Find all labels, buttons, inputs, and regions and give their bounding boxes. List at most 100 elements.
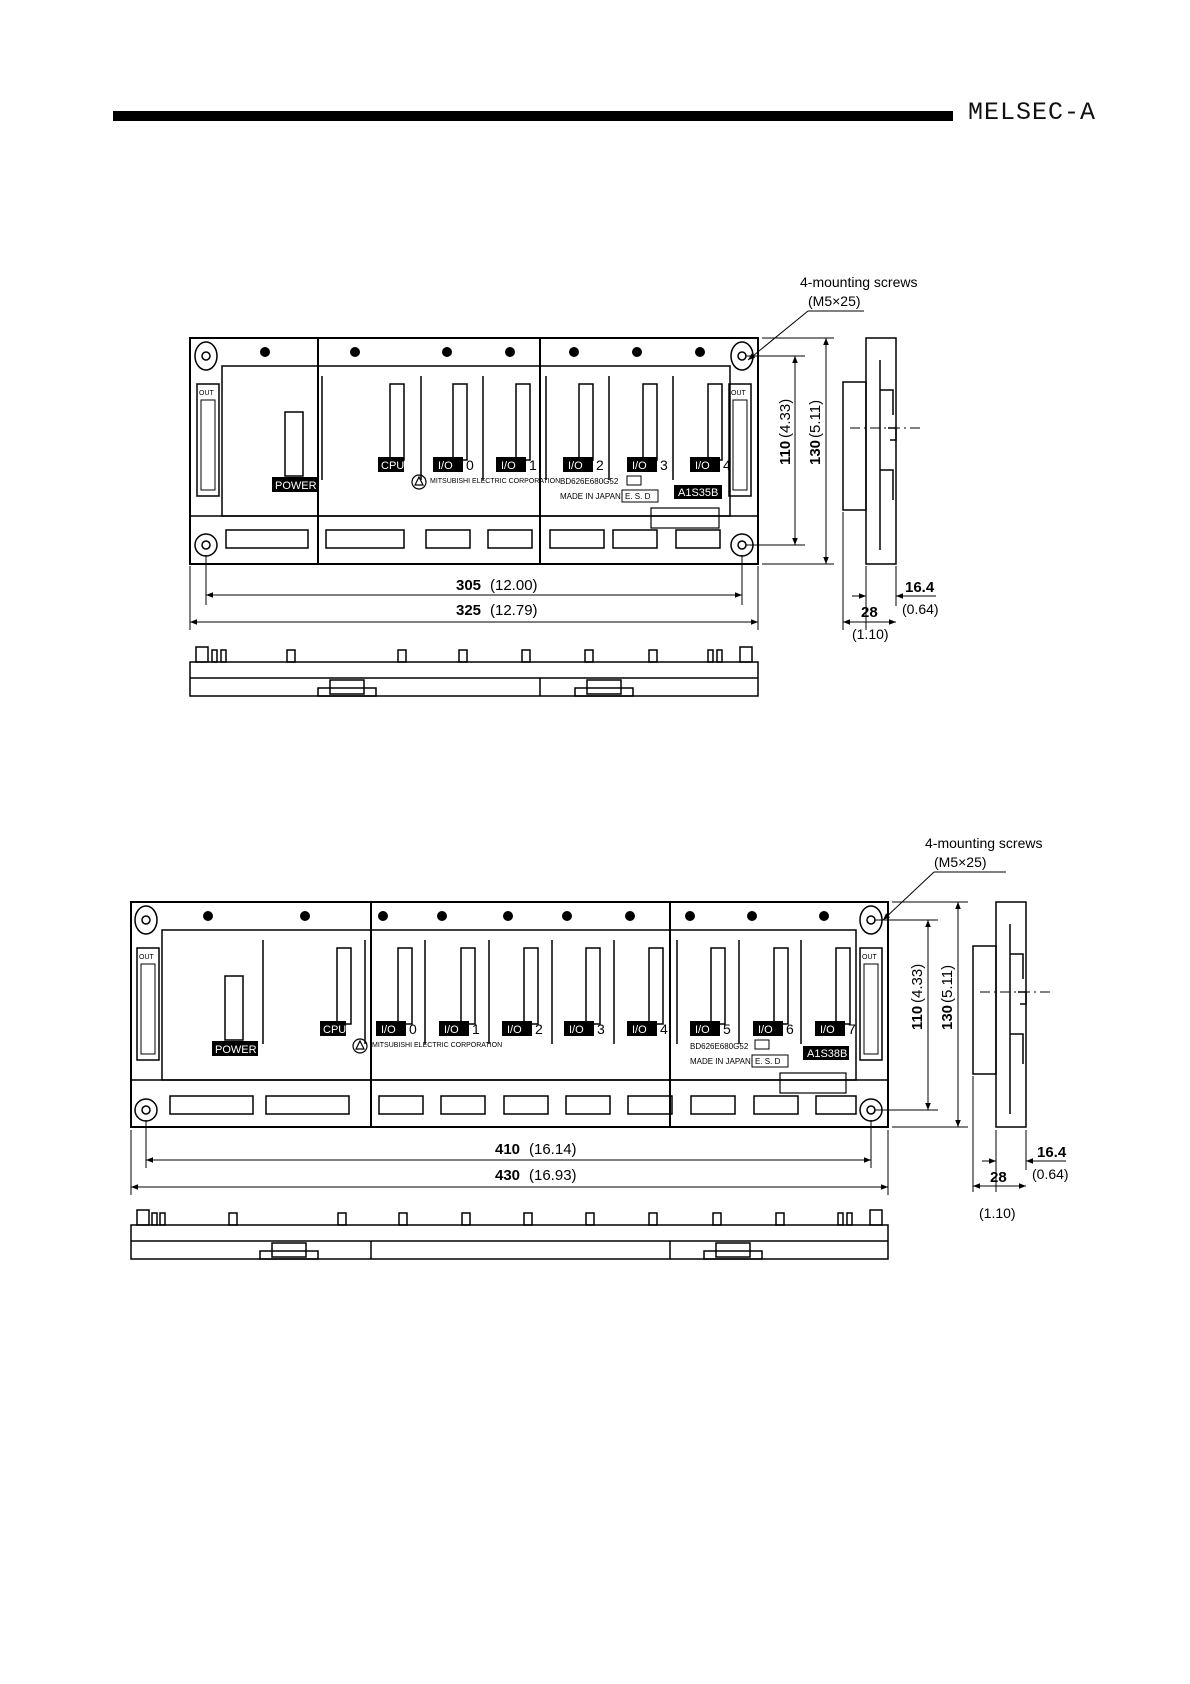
side-view	[842, 337, 920, 565]
svg-text:I/O: I/O	[632, 460, 647, 472]
slot-connector-4	[648, 947, 664, 1025]
power-tag	[272, 477, 318, 492]
svg-text:I/O: I/O	[695, 1024, 710, 1036]
dimension-depth: 16.4 (0.64) 28 (1.10)	[972, 1076, 1069, 1221]
svg-text:I/O: I/O	[438, 460, 453, 472]
slot-tag-io-4: I/O 4	[690, 457, 731, 473]
svg-text:I/O: I/O	[507, 1024, 522, 1036]
drawing-5-slot-svg: 4-mounting screws (M5×25) OUT OUT POWER	[189, 274, 939, 697]
maker-label: MITSUBISHI ELECTRIC CORPORATION	[372, 1042, 502, 1049]
slot-tag-io-2: I/O 2	[563, 457, 604, 473]
svg-text:5: 5	[723, 1021, 731, 1037]
svg-text:I/O: I/O	[501, 460, 516, 472]
svg-text:(12.79): (12.79)	[490, 602, 538, 619]
svg-text:3: 3	[597, 1021, 605, 1037]
svg-text:(1.10): (1.10)	[852, 626, 889, 642]
slot-connector-6	[773, 947, 789, 1025]
svg-text:4: 4	[723, 457, 731, 473]
base-unit-drawing-8-slot: 4-mounting screws (M5×25) OUT OUT POWER	[0, 830, 1190, 1270]
svg-text:(16.93): (16.93)	[529, 1167, 577, 1184]
slot-connector-3	[585, 947, 601, 1025]
out-connector-left: OUT	[196, 383, 220, 497]
model-label: A1S35B	[678, 487, 718, 499]
out-connector-right: OUT	[728, 383, 752, 497]
base-body-front	[189, 337, 759, 565]
dimension-outer-height: 130 (5.11)	[892, 901, 968, 1128]
slot-tag-io-1: I/O 1	[496, 457, 537, 473]
slot-tag-io-4: I/O 4	[627, 1021, 668, 1037]
svg-text:1: 1	[472, 1021, 480, 1037]
power-connector	[284, 411, 304, 477]
out-label-left: OUT	[199, 390, 215, 397]
svg-text:3: 3	[660, 457, 668, 473]
svg-text:430: 430	[495, 1167, 520, 1184]
svg-text:130: 130	[807, 440, 824, 465]
slot-connector-5	[710, 947, 726, 1025]
bottom-terminal-row	[169, 1095, 857, 1115]
slot-tag-io-7: I/O 7	[815, 1021, 856, 1037]
svg-text:CPU: CPU	[323, 1024, 346, 1036]
svg-text:2: 2	[535, 1021, 543, 1037]
svg-text:0: 0	[409, 1021, 417, 1037]
dimension-outer-height: 130 (5.11)	[762, 337, 834, 565]
svg-text:(0.64): (0.64)	[1032, 1166, 1069, 1182]
dimension-outer-width: 430 (16.93)	[130, 1130, 889, 1195]
model-tag	[674, 485, 722, 499]
svg-text:410: 410	[495, 1141, 520, 1158]
out-label-right: OUT	[862, 954, 878, 961]
out-label-left: OUT	[139, 954, 155, 961]
svg-text:7: 7	[848, 1021, 856, 1037]
slot-tag-io-1: I/O 1	[439, 1021, 480, 1037]
svg-text:2: 2	[596, 457, 604, 473]
slot-tag-io-0: I/O 0	[433, 457, 474, 473]
svg-text:I/O: I/O	[444, 1024, 459, 1036]
model-label: A1S38B	[807, 1048, 847, 1060]
svg-text:(1.10): (1.10)	[979, 1205, 1016, 1221]
slot-tag-io-3: I/O 3	[564, 1021, 605, 1037]
svg-text:1: 1	[529, 457, 537, 473]
svg-text:I/O: I/O	[381, 1024, 396, 1036]
svg-text:4: 4	[660, 1021, 668, 1037]
mounting-hole-icon	[134, 905, 883, 1122]
bottom-terminal-row	[225, 529, 721, 549]
svg-text:28: 28	[861, 604, 878, 621]
base-unit-drawing-5-slot: 4-mounting screws (M5×25) OUT OUT POWER	[0, 250, 1190, 710]
svg-text:305: 305	[456, 577, 481, 594]
slot-connector-2	[523, 947, 539, 1025]
base-body-front	[130, 901, 889, 1128]
svg-text:I/O: I/O	[569, 1024, 584, 1036]
power-label: POWER	[275, 480, 317, 492]
out-connector-left: OUT	[136, 947, 160, 1061]
out-label-right: OUT	[731, 390, 747, 397]
svg-text:(4.33): (4.33)	[909, 964, 926, 1003]
svg-text:CPU: CPU	[381, 460, 404, 472]
serial-label: BD626E680G52	[690, 1042, 749, 1051]
out-connector-right: OUT	[859, 947, 883, 1061]
bottom-view	[189, 646, 759, 697]
svg-text:(0.64): (0.64)	[902, 601, 939, 617]
bottom-view	[130, 1209, 889, 1260]
svg-text:(12.00): (12.00)	[490, 577, 538, 594]
maker-label: MITSUBISHI ELECTRIC CORPORATION	[430, 478, 560, 485]
svg-text:110: 110	[777, 441, 794, 465]
svg-text:6: 6	[786, 1021, 794, 1037]
power-connector	[224, 975, 244, 1041]
svg-text:I/O: I/O	[758, 1024, 773, 1036]
slot-connector-cpu	[336, 947, 352, 1025]
dimension-depth: 16.4 (0.64) 28 (1.10)	[842, 512, 939, 642]
slot-connector-1	[515, 383, 531, 461]
slot-connector-2	[578, 383, 594, 461]
side-view	[972, 901, 1050, 1128]
power-tag	[212, 1041, 258, 1056]
slot-connector-3	[642, 383, 658, 461]
mitsubishi-logo-icon	[352, 1038, 368, 1054]
mitsubishi-logo-icon	[411, 474, 427, 490]
dimension-inner-height: 110 (4.33)	[745, 355, 805, 546]
page-title: MELSEC-A	[968, 98, 1097, 127]
svg-text:(4.33): (4.33)	[777, 399, 794, 438]
dimension-inner-height: 110 (4.33)	[874, 919, 938, 1111]
svg-text:325: 325	[456, 602, 481, 619]
svg-text:I/O: I/O	[695, 460, 710, 472]
slot-connector-1	[460, 947, 476, 1025]
dimension-outer-width: 325 (12.79)	[189, 566, 759, 630]
